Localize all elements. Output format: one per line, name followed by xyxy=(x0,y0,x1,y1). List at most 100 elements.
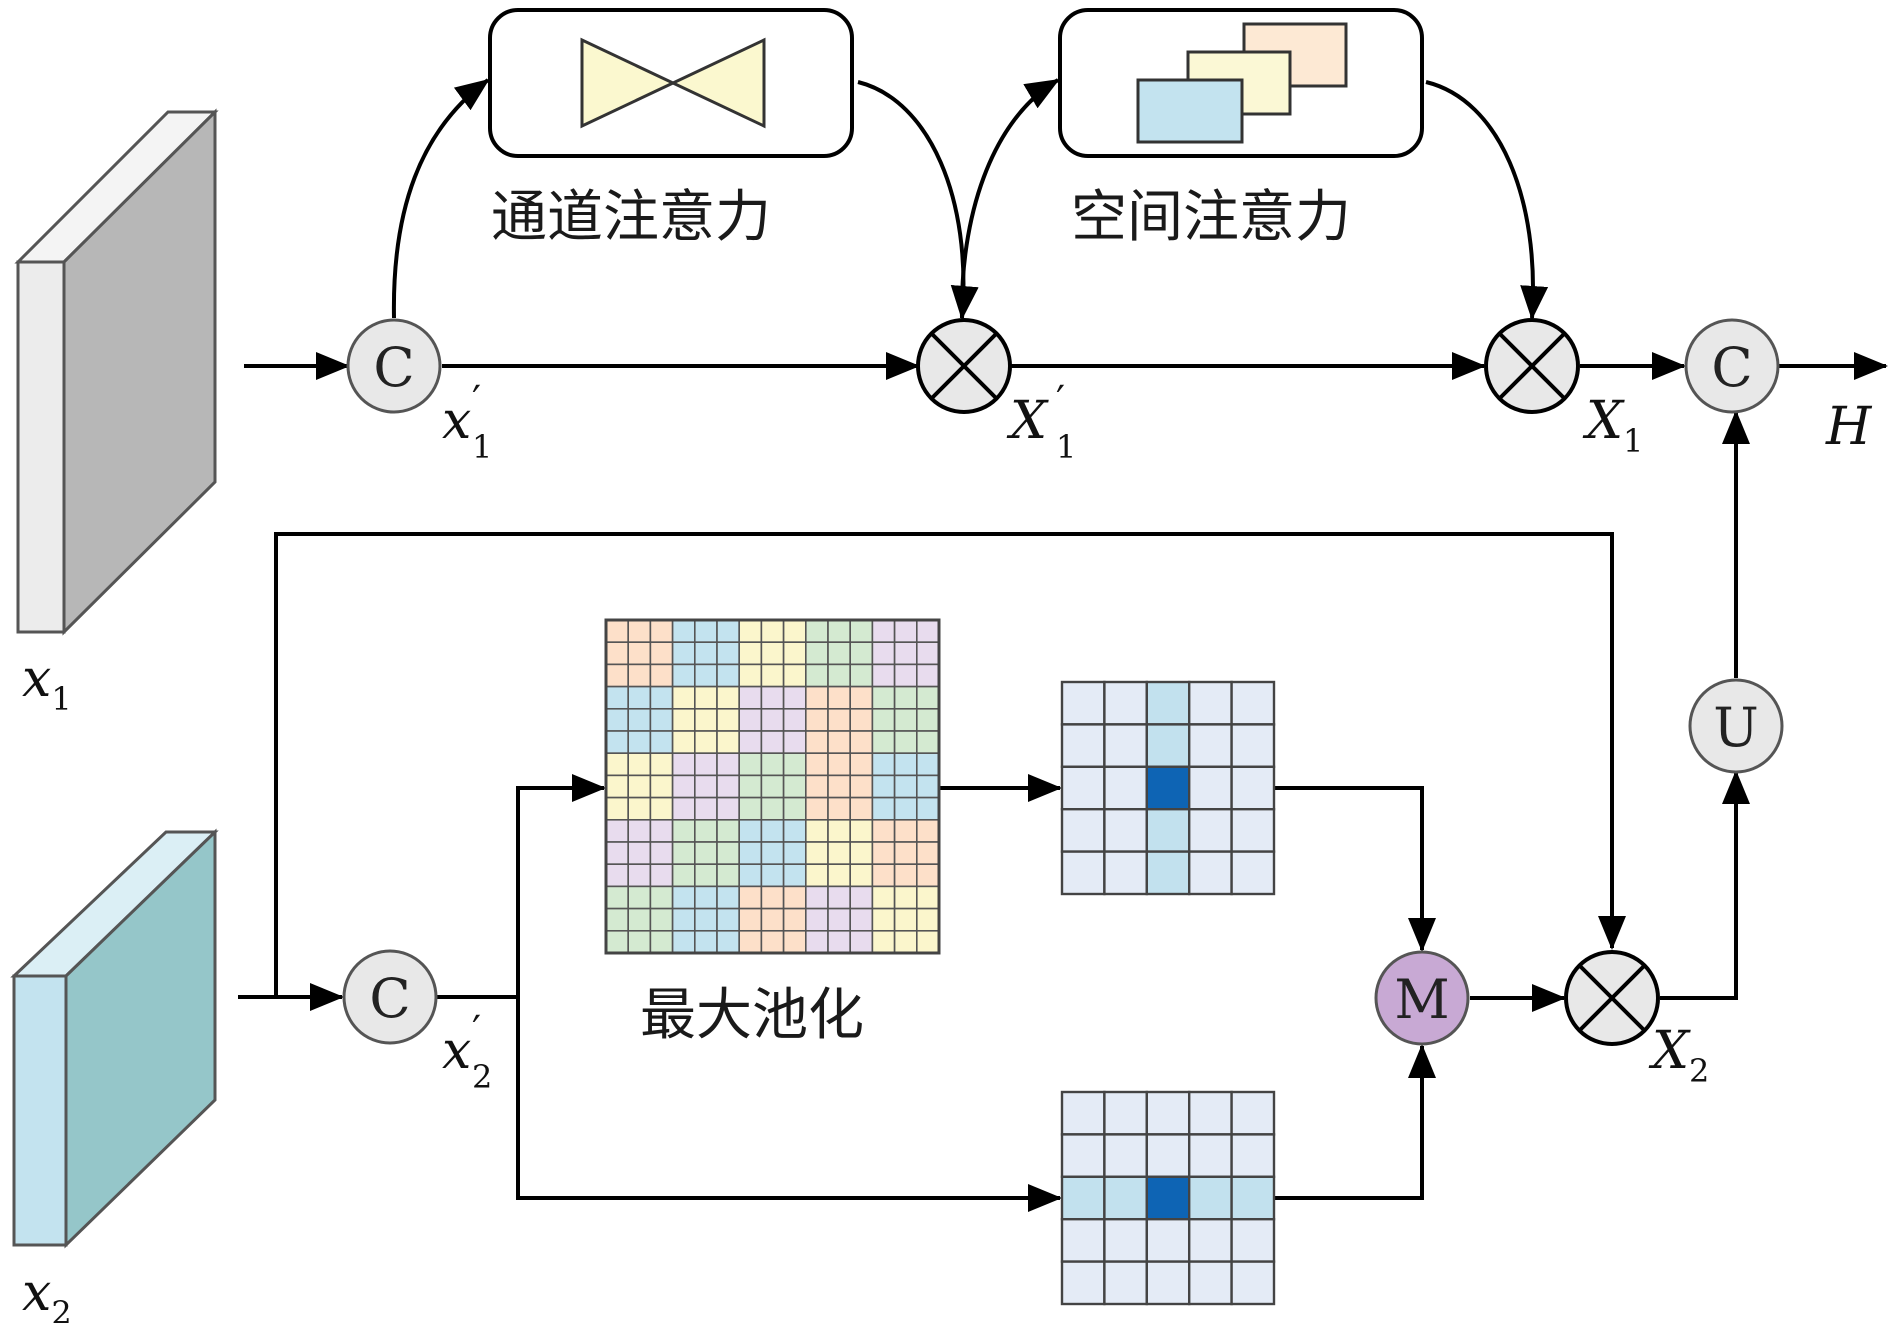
kernel-cell xyxy=(1103,680,1149,726)
pool-cell xyxy=(671,818,696,843)
pool-cell xyxy=(627,663,652,688)
label-x2-prime: x ′ 2 xyxy=(442,1008,492,1096)
arrow-channel-to-mult1 xyxy=(857,80,979,320)
pool-cell xyxy=(804,730,829,755)
pool-cell xyxy=(693,707,718,732)
bowtie-icon xyxy=(580,37,766,129)
concat-node-3: C xyxy=(1684,318,1780,414)
kernel-cell xyxy=(1145,1133,1191,1179)
pool-cell xyxy=(804,641,829,666)
pool-cell xyxy=(871,752,896,777)
feature-map-x2 xyxy=(10,828,219,1249)
svg-text:x: x xyxy=(442,1021,471,1081)
pool-cell xyxy=(716,707,741,732)
pool-cell xyxy=(738,663,763,688)
pool-cell xyxy=(760,685,785,710)
svg-text:C: C xyxy=(369,967,410,1030)
pool-cell xyxy=(627,907,652,932)
svg-text:U: U xyxy=(1713,696,1759,759)
pool-cell xyxy=(893,907,918,932)
pool-cell xyxy=(760,707,785,732)
pool-cell xyxy=(738,885,763,910)
pool-cell xyxy=(627,730,652,755)
pool-cell xyxy=(827,774,852,799)
pool-cell xyxy=(915,907,940,932)
pool-cell xyxy=(627,929,652,954)
pool-cell xyxy=(827,685,852,710)
pool-cell xyxy=(627,619,652,644)
arrow-hpool-to-merge xyxy=(1272,1044,1436,1200)
pool-cell xyxy=(893,752,918,777)
pool-cell xyxy=(627,774,652,799)
kernel-cell xyxy=(1060,1217,1106,1263)
pool-cell xyxy=(716,641,741,666)
kernel-cell xyxy=(1060,1133,1106,1179)
kernel-cell xyxy=(1060,680,1106,726)
pool-cell xyxy=(760,841,785,866)
pool-cell xyxy=(849,685,874,710)
pool-cell xyxy=(782,929,807,954)
kernel-cell xyxy=(1187,765,1233,811)
pool-cell xyxy=(827,863,852,888)
pool-cell xyxy=(893,730,918,755)
pool-cell xyxy=(605,863,630,888)
pool-cell xyxy=(605,619,630,644)
pool-cell xyxy=(671,863,696,888)
kernel-cell xyxy=(1187,723,1233,769)
kernel-cell xyxy=(1145,765,1191,811)
pool-cell xyxy=(716,663,741,688)
label-x1-prime: x ′ 1 xyxy=(442,378,492,466)
pool-cell xyxy=(738,685,763,710)
pool-cell xyxy=(827,929,852,954)
pool-cell xyxy=(915,796,940,821)
pool-cell xyxy=(871,907,896,932)
pool-cell xyxy=(649,929,674,954)
arrow-mult1-to-spatial xyxy=(959,78,1060,319)
max-pooling-grid xyxy=(604,618,941,955)
svg-text:X1: X1 xyxy=(1582,391,1643,460)
pool-cell xyxy=(804,929,829,954)
pool-cell xyxy=(827,885,852,910)
arrow-spatial-to-mult2 xyxy=(1425,80,1549,320)
pool-cell xyxy=(605,641,630,666)
pool-cell xyxy=(627,641,652,666)
kernel-cell xyxy=(1060,1090,1106,1136)
pool-cell xyxy=(804,774,829,799)
label-X1: X1 xyxy=(1582,391,1643,460)
pool-cell xyxy=(849,641,874,666)
svg-text:X2: X2 xyxy=(1648,1021,1709,1090)
label-x2: x2 xyxy=(22,1263,72,1323)
pool-cell xyxy=(827,907,852,932)
pool-cell xyxy=(782,774,807,799)
pool-cell xyxy=(849,907,874,932)
pool-cell xyxy=(782,907,807,932)
kernel-cell xyxy=(1187,680,1233,726)
pool-cell xyxy=(915,619,940,644)
pool-cell xyxy=(716,774,741,799)
kernel-cell xyxy=(1060,808,1106,853)
pool-cell xyxy=(693,619,718,644)
pool-cell xyxy=(760,619,785,644)
pool-cell xyxy=(915,707,940,732)
pool-cell xyxy=(782,663,807,688)
arrow-c1-to-channel xyxy=(391,78,490,319)
kernel-cell xyxy=(1060,1175,1106,1221)
pool-cell xyxy=(782,707,807,732)
label-H: H xyxy=(1825,397,1873,457)
pool-cell xyxy=(760,730,785,755)
pool-cell xyxy=(760,796,785,821)
kernel-cell xyxy=(1230,1260,1276,1306)
feature-map-x1 xyxy=(14,108,219,636)
kernel-cell xyxy=(1103,1133,1149,1179)
kernel-cell xyxy=(1060,765,1106,811)
pool-cell xyxy=(915,663,940,688)
pool-cell xyxy=(605,796,630,821)
pool-cell xyxy=(760,863,785,888)
pool-cell xyxy=(716,863,741,888)
pool-cell xyxy=(605,663,630,688)
pool-cell xyxy=(738,641,763,666)
kernel-cell xyxy=(1230,723,1276,769)
pool-cell xyxy=(849,707,874,732)
pool-cell xyxy=(849,663,874,688)
